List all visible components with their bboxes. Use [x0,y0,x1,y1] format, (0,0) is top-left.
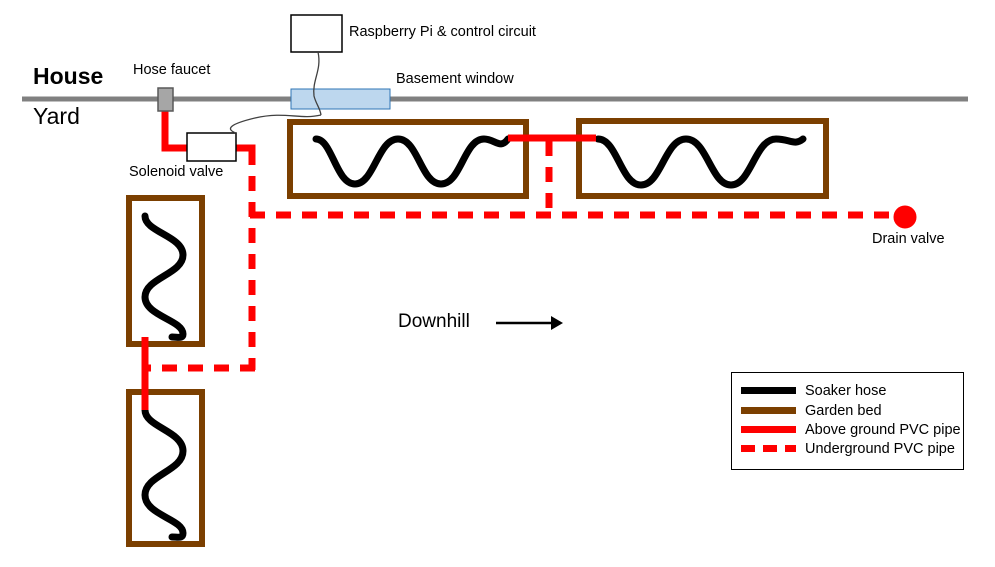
raspberry-pi-label: Raspberry Pi & control circuit [349,24,536,40]
solenoid-valve-box [186,132,237,162]
yard-label: Yard [33,103,80,129]
control-wire-window-to-valve [229,114,322,134]
basement-window-shape [290,88,391,110]
soaker-hose-top-left [312,135,512,188]
legend: Soaker hose Garden bed Above ground PVC … [731,372,964,470]
above-ground-pipe-faucet-to-valve [161,108,190,152]
solenoid-valve-label: Solenoid valve [129,164,224,180]
legend-swatch-garden-bed [741,407,796,414]
downhill-label: Downhill [398,311,470,332]
hose-faucet-shape [157,87,174,112]
raspberry-pi-box [290,14,343,53]
legend-label-garden-bed: Garden bed [805,402,882,419]
legend-swatch-underground-pipe [741,445,796,452]
soaker-hose-bottom-left [141,406,187,541]
legend-item-soaker-hose: Soaker hose [741,381,886,400]
soaker-hose-mid-left [141,212,187,341]
garden-bed-top-left [287,119,529,199]
legend-item-above-ground-pipe: Above ground PVC pipe [741,420,961,439]
legend-swatch-above-ground-pipe [741,426,796,433]
legend-label-soaker-hose: Soaker hose [805,382,887,399]
legend-item-garden-bed: Garden bed [741,401,882,420]
legend-swatch-soaker-hose [741,387,796,394]
legend-label-above-ground-pipe: Above ground PVC pipe [805,421,961,438]
above-ground-pipe-valve-outlet [233,144,256,158]
drain-valve-label: Drain valve [872,231,945,247]
hose-faucet-label: Hose faucet [133,62,211,78]
legend-item-underground-pipe: Underground PVC pipe [741,439,955,458]
basement-window-label: Basement window [396,71,514,87]
legend-label-underground-pipe: Underground PVC pipe [805,440,955,457]
drain-valve-marker[interactable] [893,205,917,229]
house-label: House [33,63,104,89]
downhill-arrow-head [551,316,563,330]
control-wire-pi-to-window [313,51,322,116]
soaker-hose-top-right [594,135,807,189]
garden-bed-bottom-left [126,389,205,547]
garden-bed-top-right [576,118,829,199]
garden-bed-mid-left [126,195,205,347]
